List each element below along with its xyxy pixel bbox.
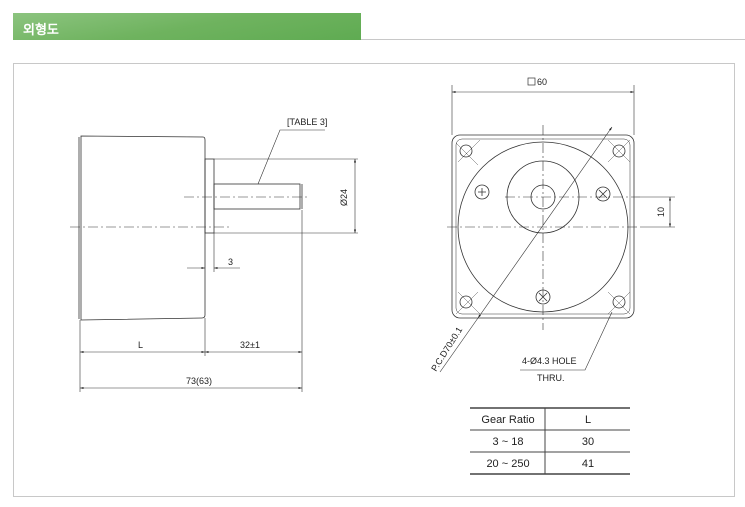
screw-icon <box>595 186 611 202</box>
flange-thk-label: 3 <box>228 257 233 267</box>
dim-shaft-label: 32±1 <box>240 340 260 350</box>
gear-ratio-table: Gear Ratio L 3 ~ 18 30 20 ~ 250 41 <box>470 407 630 475</box>
dim-total-label: 73(63) <box>186 376 212 386</box>
drawing-panel <box>13 63 735 497</box>
screw-icon <box>474 184 490 200</box>
table-cell: 30 <box>582 436 594 448</box>
side-view <box>70 129 358 392</box>
table-ref-label: [TABLE 3] <box>287 117 327 127</box>
table-cell: 41 <box>582 458 594 470</box>
pcd-label: P.C.D70±0.1 <box>429 325 464 373</box>
dim-l-label: L <box>138 340 143 350</box>
shaft-dia-label: Ø24 <box>339 189 349 206</box>
offset-dim-label: 10 <box>656 207 666 217</box>
table-header: Gear Ratio <box>481 414 534 426</box>
section-header: 외형도 <box>13 13 361 40</box>
square-dim-label: 60 <box>537 77 547 87</box>
table-cell: 20 ~ 250 <box>486 458 529 470</box>
table-cell: 3 ~ 18 <box>493 436 524 448</box>
header-divider <box>361 39 745 40</box>
thru-label: THRU. <box>537 373 565 383</box>
section-title: 외형도 <box>23 22 59 37</box>
table-header: L <box>585 414 591 426</box>
hole-label: 4-Ø4.3 HOLE <box>522 356 577 366</box>
front-view <box>439 77 675 373</box>
